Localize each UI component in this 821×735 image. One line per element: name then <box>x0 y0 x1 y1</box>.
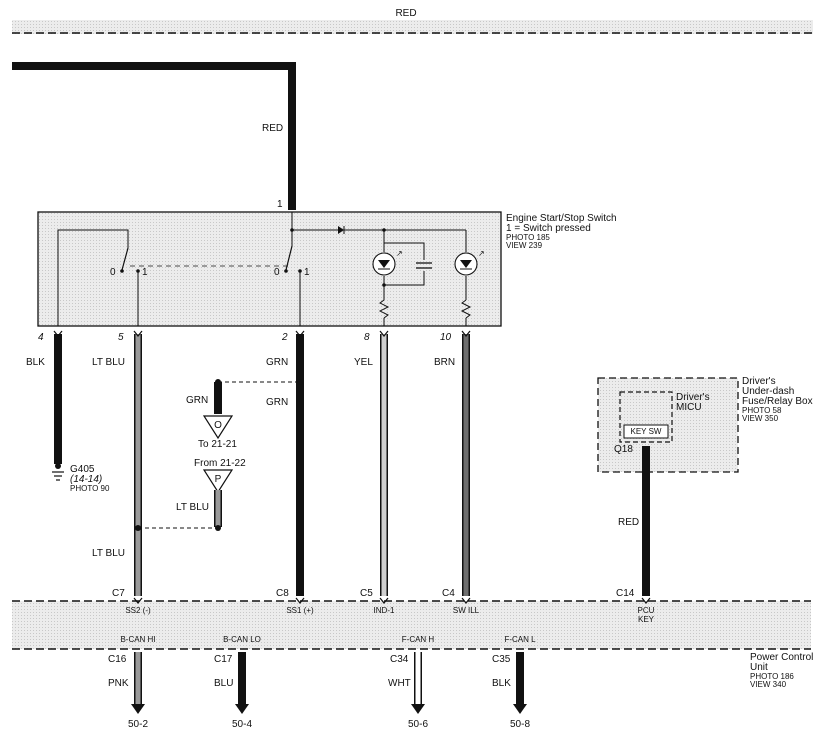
feed-wire-label: RED <box>262 123 283 134</box>
under-dash-fuse-relay-box: Driver's MICU KEY SW Q18 Driver's Under-… <box>597 376 813 596</box>
switch-pin-numbers: 4 5 2 8 10 <box>38 332 452 343</box>
pcu-wire-wht: WHT <box>388 678 411 689</box>
pcu-signal-fcan-l: F-CAN L <box>504 635 536 644</box>
pcu-signal-bcan-hi: B-CAN HI <box>120 635 155 644</box>
pcu-pin-c34: C34 <box>390 654 409 665</box>
pcu-pin-c35: C35 <box>492 654 511 665</box>
wire-label-lt-blu: LT BLU <box>92 357 125 368</box>
pin-8: 8 <box>364 332 370 343</box>
ref-50-2: 50-2 <box>128 719 148 730</box>
connector-o-letter: O <box>214 420 222 431</box>
fuse-box-title-3: Fuse/Relay Box <box>742 396 813 407</box>
switch-view: VIEW 239 <box>506 241 543 250</box>
connector-o-label: To 21-21 <box>198 439 237 450</box>
ground-ref: (14-14) <box>70 474 102 485</box>
svg-text:1: 1 <box>142 267 148 278</box>
switch-note: 1 = Switch pressed <box>506 223 591 234</box>
ground-g405: G405 (14-14) PHOTO 90 <box>52 463 110 493</box>
pcu-pin-c17: C17 <box>214 654 233 665</box>
key-sw-label: KEY SW <box>631 427 662 436</box>
feed-wire: RED 1 <box>12 62 296 210</box>
ref-50-4: 50-4 <box>232 719 252 730</box>
pcu-name-2: Unit <box>750 662 768 673</box>
pcu-wire-blk: BLK <box>492 678 511 689</box>
wire-label-grn-2: GRN <box>266 397 288 408</box>
pin-4: 4 <box>38 332 44 343</box>
top-red-bus: RED <box>12 8 813 34</box>
pcu-signal-bcan-lo: B-CAN LO <box>223 635 261 644</box>
pcu-signal-key: KEY <box>638 615 655 624</box>
pcu-view: VIEW 340 <box>750 680 787 689</box>
ground-photo: PHOTO 90 <box>70 484 110 493</box>
pin-2: 2 <box>281 332 288 343</box>
pin-10: 10 <box>440 332 452 343</box>
power-control-unit: C7 C8 C5 C4 C14 SS2 (-) SS1 (+) IND-1 SW… <box>12 588 813 689</box>
feed-pin: 1 <box>277 199 283 210</box>
svg-text:1: 1 <box>304 267 310 278</box>
engine-start-stop-switch: ↗ ↗ 0 1 0 1 Engine Start/Stop Switch 1 =… <box>37 211 617 327</box>
connector-from-21-22: From 21-22 P LT BLU <box>135 458 246 531</box>
svg-text:↗: ↗ <box>396 249 403 258</box>
pcu-pin-c8: C8 <box>276 588 289 599</box>
micu-inner-2: MICU <box>676 402 702 413</box>
wire-label-yel: YEL <box>354 357 373 368</box>
pcu-output-wires: C16 C17 C34 C35 PNK BLU WHT BLK 50-2 50-… <box>108 652 530 730</box>
switch-photo: PHOTO 185 <box>506 233 550 242</box>
fuse-box-view: VIEW 350 <box>742 414 779 423</box>
fuse-box-title-1: Driver's <box>742 376 776 387</box>
switch-output-wires: BLK LT BLU GRN YEL BRN GRN LT BLU <box>26 330 471 596</box>
pcu-pin-c7: C7 <box>112 588 125 599</box>
pcu-pin-c4: C4 <box>442 588 455 599</box>
pcu-signal-fcan-h: F-CAN H <box>402 635 435 644</box>
wire-label-blk: BLK <box>26 357 45 368</box>
fuse-box-title-2: Under-dash <box>742 386 794 397</box>
pin-5: 5 <box>118 332 124 343</box>
connector-p-letter: P <box>215 474 222 485</box>
pcu-signal-ss1: SS1 (+) <box>286 606 314 615</box>
connector-p-label: From 21-22 <box>194 458 246 469</box>
ref-50-6: 50-6 <box>408 719 428 730</box>
pcu-pin-c5: C5 <box>360 588 373 599</box>
ground-name: G405 <box>70 464 95 475</box>
micu-pin: Q18 <box>614 444 633 455</box>
ref-50-8: 50-8 <box>510 719 530 730</box>
pcu-signal-pcu: PCU <box>638 606 655 615</box>
pcu-signal-ss2: SS2 (-) <box>125 606 151 615</box>
fuse-box-photo: PHOTO 58 <box>742 406 782 415</box>
svg-text:0: 0 <box>274 267 280 278</box>
svg-text:0: 0 <box>110 267 116 278</box>
connector-to-21-21: O GRN To 21-21 <box>186 379 303 450</box>
wire-label-grn: GRN <box>266 357 288 368</box>
pcu-wire-blu: BLU <box>214 678 233 689</box>
pcu-signal-ind1: IND-1 <box>374 606 395 615</box>
pcu-signal-sw-ill: SW ILL <box>453 606 480 615</box>
svg-text:↗: ↗ <box>478 249 485 258</box>
pcu-pin-c14: C14 <box>616 588 635 599</box>
pcu-pin-c16: C16 <box>108 654 127 665</box>
wire-label-brn: BRN <box>434 357 455 368</box>
pcu-photo: PHOTO 186 <box>750 672 794 681</box>
pcu-wire-pnk: PNK <box>108 678 129 689</box>
pcu-name-1: Power Control <box>750 652 813 663</box>
micu-inner-1: Driver's <box>676 392 710 403</box>
switch-name: Engine Start/Stop Switch <box>506 213 617 224</box>
wire-label-lt-blu-2: LT BLU <box>92 548 125 559</box>
top-bus-label: RED <box>395 8 416 19</box>
connector-p-wire: LT BLU <box>176 502 209 513</box>
connector-o-wire: GRN <box>186 395 208 406</box>
micu-wire-label: RED <box>618 517 639 528</box>
